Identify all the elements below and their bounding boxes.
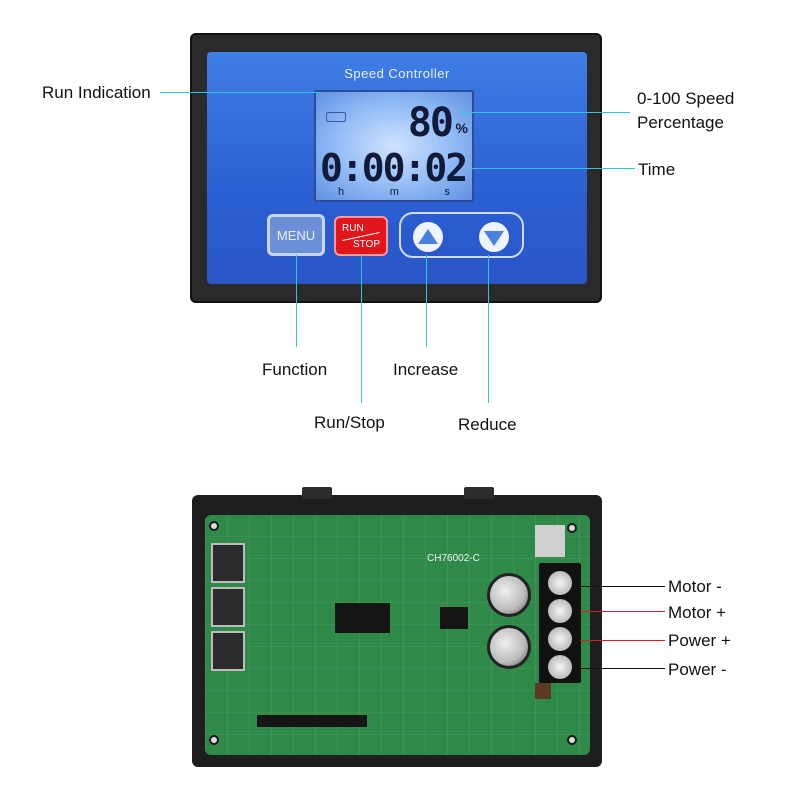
motor-pos-line xyxy=(580,611,665,612)
up-arrow-icon xyxy=(418,229,438,244)
stop-label: STOP xyxy=(352,238,380,250)
motor-neg-label: Motor - xyxy=(668,577,722,596)
terminal-screw-power-neg[interactable] xyxy=(548,655,572,679)
run-stop-button[interactable]: RUN STOP xyxy=(334,216,388,256)
power-pos-label: Power + xyxy=(668,631,731,650)
increase-label: Increase xyxy=(393,360,459,379)
electrolytic-capacitor xyxy=(487,573,531,617)
speed-percentage-label-line1: 0-100 Speed xyxy=(637,89,735,108)
power-neg-line xyxy=(580,668,665,669)
board-id: CH76002-C xyxy=(427,553,480,564)
case-clip-left xyxy=(302,487,332,499)
microcontroller-chip xyxy=(335,603,390,633)
unit-seconds: s xyxy=(444,186,450,198)
reduce-label: Reduce xyxy=(458,415,517,434)
run-stop-line xyxy=(361,255,362,403)
speed-readout: 80 xyxy=(407,100,454,146)
run-indicator-icon xyxy=(326,112,346,122)
mounting-hole xyxy=(567,735,577,745)
electrolytic-capacitor xyxy=(487,625,531,669)
function-line xyxy=(296,255,297,347)
circuit-board: CH76002-C xyxy=(205,515,590,755)
mosfet xyxy=(211,631,245,671)
speed-percentage-label-line2: Percentage xyxy=(637,113,724,132)
mosfet xyxy=(211,543,245,583)
power-neg-label: Power - xyxy=(668,660,727,679)
increase-button[interactable] xyxy=(413,222,443,252)
run-indication-line xyxy=(160,92,320,93)
menu-button[interactable]: MENU xyxy=(267,214,325,256)
speed-percentage-line xyxy=(460,112,630,113)
percent-symbol: % xyxy=(455,120,468,136)
time-line xyxy=(470,168,635,169)
header-strip xyxy=(257,715,367,727)
terminal-block xyxy=(539,563,581,683)
increase-line xyxy=(426,255,427,347)
terminal-screw-motor-neg[interactable] xyxy=(548,571,572,595)
driver-chip xyxy=(440,607,468,629)
reduce-line xyxy=(488,255,489,403)
mosfet xyxy=(211,587,245,627)
panel-title: Speed Controller xyxy=(344,66,450,81)
regulator xyxy=(535,525,565,557)
unit-minutes: m xyxy=(389,186,399,198)
motor-neg-line xyxy=(580,586,665,587)
function-label: Function xyxy=(262,360,328,379)
arrow-button-group xyxy=(399,212,524,258)
motor-pos-label: Motor + xyxy=(668,603,727,622)
down-arrow-icon xyxy=(484,231,504,246)
reduce-button[interactable] xyxy=(479,222,509,252)
mounting-hole xyxy=(209,735,219,745)
case-clip-right xyxy=(464,487,494,499)
run-indication-label: Run Indication xyxy=(42,83,151,102)
mounting-hole xyxy=(567,523,577,533)
run-stop-label: Run/Stop xyxy=(314,413,385,432)
terminal-screw-power-pos[interactable] xyxy=(548,627,572,651)
power-pos-line xyxy=(580,640,665,641)
time-units: h m s xyxy=(324,186,464,198)
run-label: RUN xyxy=(342,222,364,234)
mounting-hole xyxy=(209,521,219,531)
lcd-display: 80 % 0:00:02 h m s xyxy=(314,90,474,202)
time-readout: 0:00:02 xyxy=(320,146,468,190)
terminal-screw-motor-pos[interactable] xyxy=(548,599,572,623)
time-label: Time xyxy=(638,160,676,179)
unit-hours: h xyxy=(338,186,345,198)
inductor xyxy=(535,683,551,699)
